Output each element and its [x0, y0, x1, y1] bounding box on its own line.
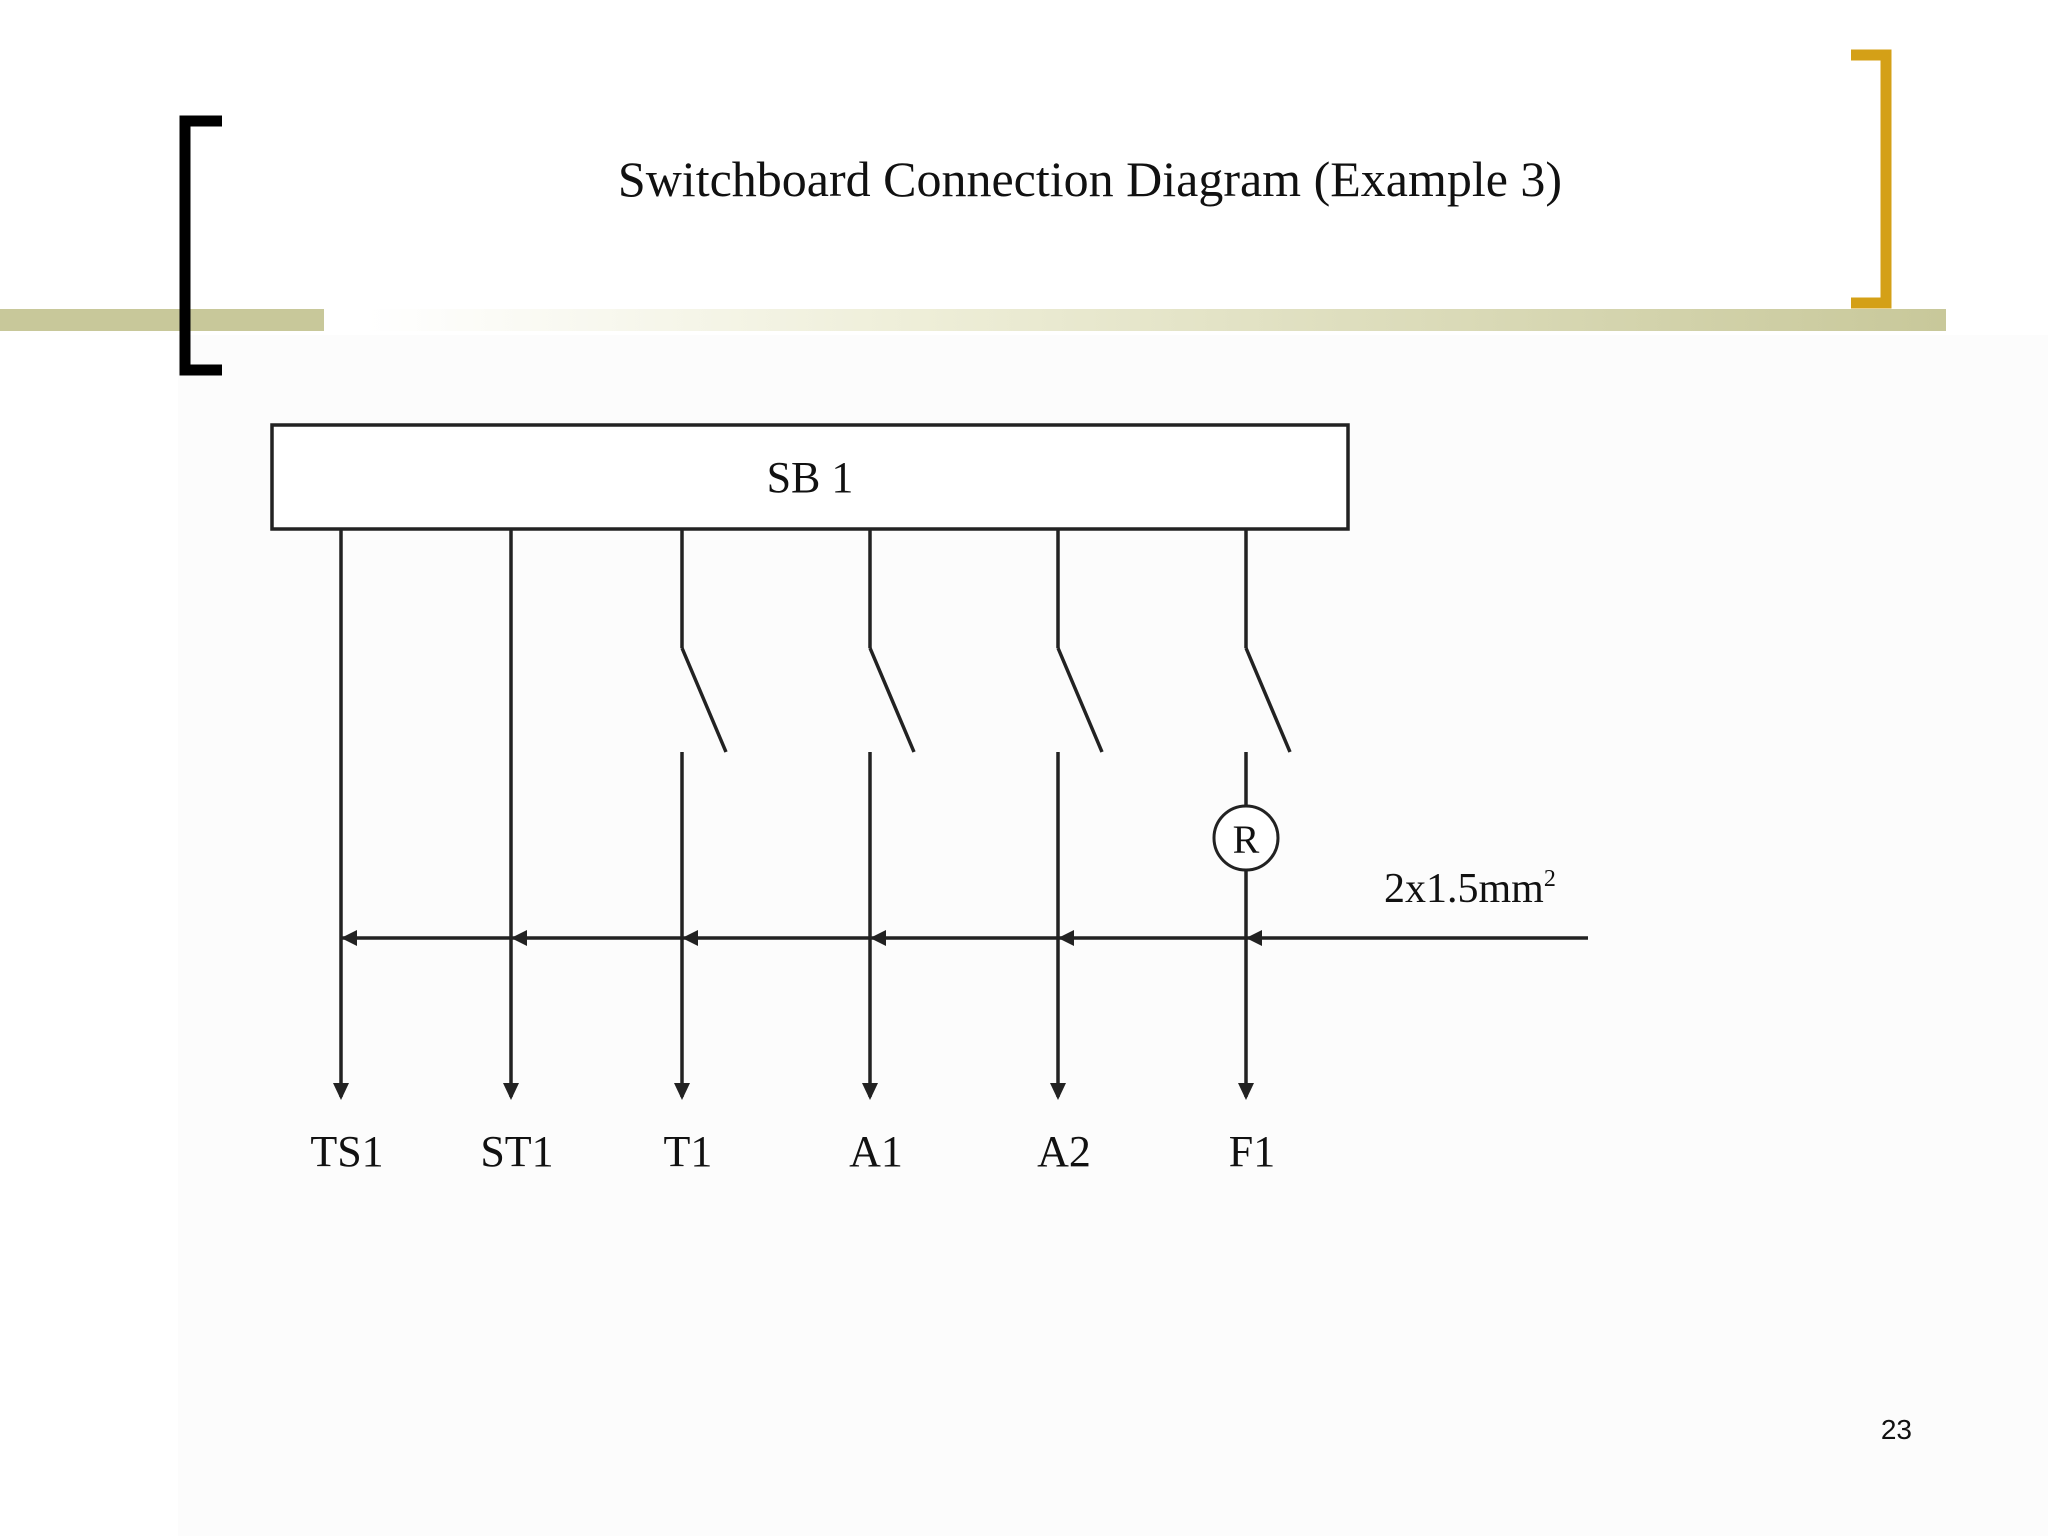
bus-arrowhead: [870, 930, 886, 946]
output-label-f1: F1: [1229, 1127, 1275, 1176]
relay-label: R: [1233, 817, 1260, 862]
switch-blade-t1: [680, 647, 728, 753]
slide-title: Switchboard Connection Diagram (Example …: [617, 151, 1563, 207]
bus-arrowhead: [1058, 930, 1074, 946]
bus-arrowhead: [341, 930, 357, 946]
header-band: [0, 309, 1946, 331]
relay-symbol: [1212, 804, 1280, 872]
cable-size-superscript: 2: [1544, 866, 1556, 892]
output-label-st1: ST1: [480, 1127, 553, 1176]
output-arrowhead-f1: [1238, 1083, 1254, 1100]
output-arrowhead-a1: [862, 1083, 878, 1100]
switch-blade-f1: [1244, 647, 1292, 753]
output-arrowhead-st1: [503, 1083, 519, 1100]
output-arrowhead-ts1: [333, 1083, 349, 1100]
right-bracket-decoration: [1851, 49, 1892, 309]
bus-arrowhead: [1246, 930, 1262, 946]
bus-arrowhead: [682, 930, 698, 946]
output-label-a2: A2: [1037, 1127, 1091, 1176]
output-arrowhead-a2: [1050, 1083, 1066, 1100]
page-number: 23: [1880, 1414, 1912, 1445]
output-arrowhead-t1: [674, 1083, 690, 1100]
output-label-t1: T1: [664, 1127, 713, 1176]
left-bracket-decoration: [179, 115, 222, 376]
content-panel: [178, 335, 2048, 1536]
cable-size-label: 2x1.5mm2: [1384, 866, 1556, 912]
switchboard-box: [270, 423, 1350, 531]
cable-size-base: 2x1.5mm: [1384, 866, 1544, 912]
output-label-ts1: TS1: [310, 1127, 383, 1176]
bus-arrowhead: [511, 930, 527, 946]
output-label-a1: A1: [849, 1127, 903, 1176]
switch-blade-a2: [1056, 647, 1104, 753]
switchboard-label: SB 1: [767, 453, 854, 502]
feeder-lines: TS1 ST1 T1 A1 A2 R F1: [310, 529, 1588, 1176]
header-band-right: [366, 309, 1946, 331]
switch-blade-a1: [868, 647, 916, 753]
header-band-left: [0, 309, 324, 331]
